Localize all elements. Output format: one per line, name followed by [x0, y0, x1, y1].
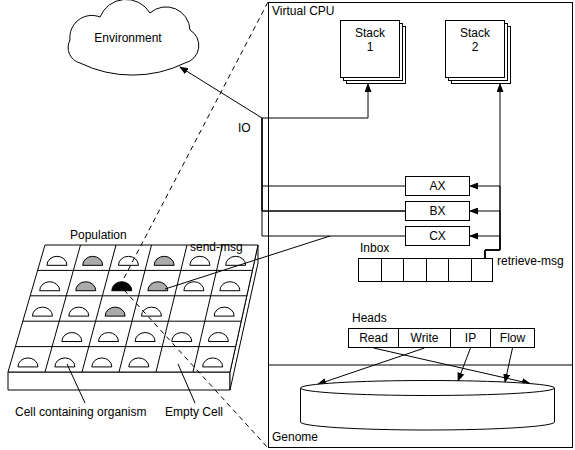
stack-box: Stack 1 [340, 20, 406, 84]
node-label: Stack 1 [352, 26, 388, 54]
connector-arrow [485, 84, 500, 258]
annotation-label: IO [238, 121, 251, 135]
connector-arrow [318, 348, 425, 384]
head-box: IP [450, 328, 491, 348]
register-box: AX [405, 176, 470, 196]
connector-arrow [458, 348, 471, 381]
annotation-label: Cell containing organism [15, 405, 146, 419]
register-wire [262, 118, 405, 236]
connector-arrow [470, 211, 500, 258]
connector-arrow [262, 84, 405, 211]
stack-box: Stack 2 [445, 20, 511, 84]
register-box: CX [405, 226, 470, 246]
node-label: Genome [272, 430, 318, 444]
node-label: IP [465, 331, 476, 345]
connector-arrow [470, 186, 500, 258]
inbox-queue-outline [358, 258, 493, 282]
node-label: Environment [94, 31, 161, 45]
head-box: Write [398, 328, 451, 348]
cpu-box: Virtual CPU Stack 1 Stack 2 AX BX CX InboxRead… [268, 2, 573, 448]
leader-line [67, 364, 195, 403]
annotation-label: Population [70, 228, 127, 242]
genome-divider [268, 365, 573, 366]
head-box: Flow [490, 328, 535, 348]
connector-arrow [180, 67, 405, 211]
node-label: CX [429, 229, 446, 243]
environment-cloud: Environment [55, 5, 205, 77]
node-label: Stack 2 [457, 26, 493, 54]
node-label: Flow [500, 331, 525, 345]
connector-arrow [470, 236, 500, 258]
node-label: Virtual CPU [272, 4, 334, 18]
node-label: AX [429, 179, 445, 193]
annotation-label: Heads [352, 311, 387, 325]
node-label: Write [411, 331, 439, 345]
genome-cylinder: Genome [300, 380, 555, 430]
node-label: BX [429, 204, 445, 218]
node-label: Inbox [360, 241, 389, 255]
register-box: BX [405, 201, 470, 221]
head-box: Read [348, 328, 399, 348]
inbox-queue: Inbox [358, 258, 493, 282]
population-grid [8, 245, 258, 390]
connector-arrow [374, 348, 531, 384]
send-msg-line [165, 236, 330, 289]
connector-arrow [505, 348, 513, 382]
genome-cylinder-outline [300, 380, 555, 430]
annotation-label: retrieve-msg [497, 254, 564, 268]
node-label: Read [359, 331, 388, 345]
annotation-label: Empty Cell [165, 405, 223, 419]
annotation-label: send-msg [190, 240, 243, 254]
